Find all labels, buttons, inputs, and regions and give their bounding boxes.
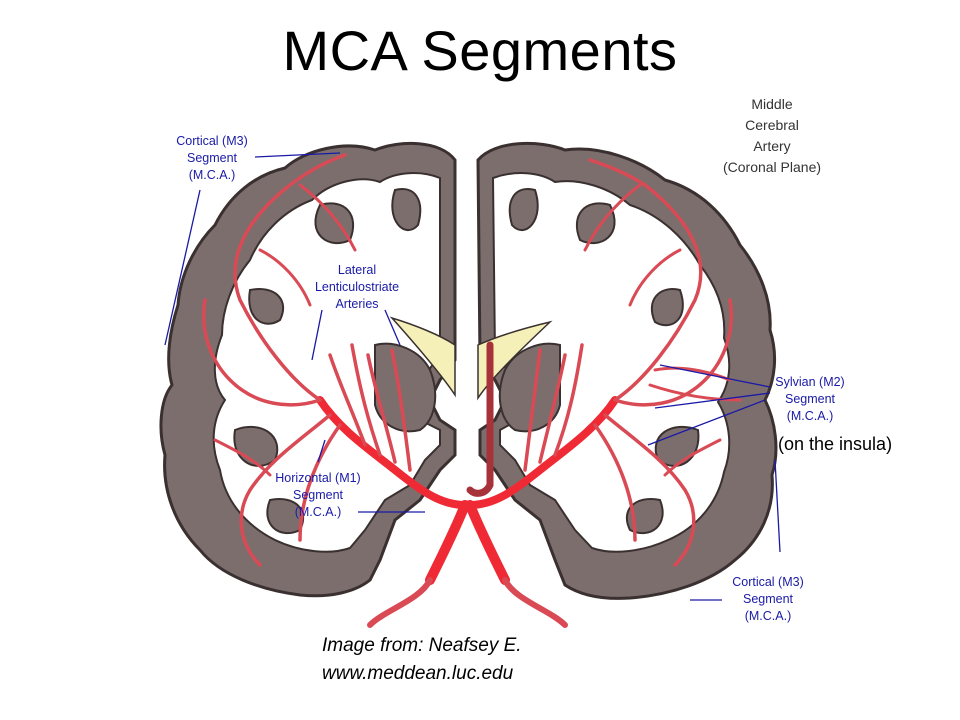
- label-sylvian: Sylvian (M2) Segment (M.C.A.): [775, 375, 844, 423]
- insula-note: (on the insula): [778, 434, 893, 454]
- label-lenticulostriate: Lateral Lenticulostriate Arteries: [315, 263, 399, 311]
- svg-text:Lenticulostriate: Lenticulostriate: [315, 280, 399, 294]
- right-ventricle: [477, 320, 553, 401]
- svg-text:Lateral: Lateral: [338, 263, 376, 277]
- svg-text:(M.C.A.): (M.C.A.): [295, 505, 342, 519]
- svg-text:Arteries: Arteries: [335, 297, 378, 311]
- svg-text:Segment: Segment: [293, 488, 344, 502]
- lateral-ventricles: [389, 316, 553, 401]
- svg-text:Middle: Middle: [751, 96, 792, 112]
- svg-text:Segment: Segment: [187, 151, 238, 165]
- svg-text:Sylvian (M2): Sylvian (M2): [775, 375, 844, 389]
- leader-lines: [164, 152, 781, 601]
- left-insula: [374, 342, 437, 433]
- svg-text:Artery: Artery: [753, 138, 790, 154]
- svg-text:(M.C.A.): (M.C.A.): [745, 609, 792, 623]
- label-cortical-right: Cortical (M3) Segment (M.C.A.): [732, 575, 804, 623]
- label-plane: Middle Cerebral Artery (Coronal Plane): [723, 96, 821, 175]
- image-credit: Image from: Neafsey E. www.meddean.luc.e…: [322, 632, 522, 688]
- left-ventricle: [389, 316, 456, 398]
- mca-arteries: [202, 153, 742, 628]
- svg-text:(Coronal Plane): (Coronal Plane): [723, 159, 821, 175]
- svg-text:Cortical (M3): Cortical (M3): [176, 134, 248, 148]
- svg-text:(M.C.A.): (M.C.A.): [787, 409, 834, 423]
- credit-author: Image from: Neafsey E.: [322, 635, 522, 656]
- label-horizontal: Horizontal (M1) Segment (M.C.A.): [275, 471, 360, 519]
- right-insula: [498, 342, 561, 433]
- svg-text:Segment: Segment: [743, 592, 794, 606]
- credit-url: www.meddean.luc.edu: [322, 663, 514, 684]
- svg-text:Cortical (M3): Cortical (M3): [732, 575, 804, 589]
- page-title: MCA Segments: [282, 19, 678, 82]
- svg-text:(M.C.A.): (M.C.A.): [189, 168, 236, 182]
- svg-text:Cerebral: Cerebral: [745, 117, 799, 133]
- svg-text:Segment: Segment: [785, 392, 836, 406]
- label-cortical-left: Cortical (M3) Segment (M.C.A.): [176, 134, 248, 182]
- svg-text:Horizontal (M1): Horizontal (M1): [275, 471, 360, 485]
